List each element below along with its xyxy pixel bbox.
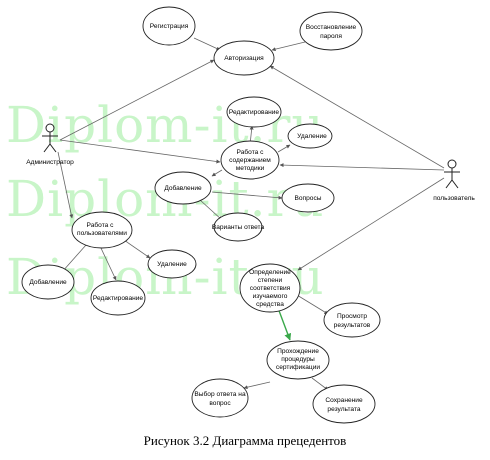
link-user-determination — [297, 177, 445, 271]
usecase-certification — [266, 340, 330, 380]
label-registration: Регистрация — [150, 23, 189, 30]
label-answer-choice-1: Выбор ответа на — [194, 390, 246, 398]
usecase-password-recovery — [299, 11, 363, 51]
label-content-work-3: методики — [236, 165, 265, 172]
usecase-level-determination — [239, 263, 301, 313]
label-authorization: Авторизация — [224, 55, 264, 62]
connection-lines — [57, 37, 445, 391]
usecase-registration — [142, 6, 196, 46]
label-addition-mid: Добавление — [164, 184, 202, 192]
label-save-result-2: результата — [327, 406, 360, 413]
usecase-authorization — [213, 40, 275, 76]
link-content-deletion — [277, 144, 291, 153]
label-certification-1: Прохождение — [277, 348, 319, 355]
label-view-results-2: результатов — [334, 322, 371, 329]
usecase-user-work — [71, 211, 133, 249]
usecase-addition-left — [21, 264, 75, 300]
label-level-determination-4: изучаемого — [253, 293, 288, 300]
link-user-authorization — [269, 65, 445, 169]
link-user-content — [279, 163, 445, 171]
usecase-content-work — [220, 140, 280, 180]
label-content-work-1: Работа с — [237, 148, 265, 156]
label-certification-3: сертификации — [276, 364, 320, 371]
link-registration-authorization — [193, 37, 221, 51]
label-level-determination-2: степени — [258, 277, 283, 284]
usecase-questions — [281, 183, 335, 213]
label-certification-2: процедуры — [281, 356, 315, 363]
usecase-answer-choice — [191, 378, 249, 418]
usecase-addition-mid — [154, 171, 212, 205]
actor-admin-label: Администратор — [26, 159, 74, 166]
usecase-deletion-top — [287, 123, 333, 149]
link-determination-certification — [277, 307, 292, 341]
usecase-answer-options — [213, 212, 263, 242]
label-answer-options: Варианты ответа — [212, 224, 265, 231]
link-admin-users — [57, 151, 74, 219]
usecase-editing-bottom — [90, 280, 146, 316]
link-admin-authorization — [59, 59, 215, 141]
label-content-work-2: содержанием — [229, 157, 271, 164]
label-save-result-1: Сохранение — [325, 397, 363, 404]
link-recovery-authorization — [271, 41, 306, 52]
label-user-work-1: Работа с — [87, 221, 115, 229]
label-editing-bottom: Редактирование — [93, 295, 144, 302]
link-certification-save — [311, 377, 329, 391]
use-case-diagram: Администратор пользователь Регистрация А… — [21, 6, 475, 424]
label-addition-left: Добавление — [29, 278, 67, 286]
label-questions: Вопросы — [294, 195, 321, 202]
label-editing-top: Редактирование — [229, 109, 280, 116]
link-addition-options — [199, 199, 223, 221]
link-addition-questions — [211, 191, 283, 200]
label-deletion-mid: Удаление — [157, 261, 187, 268]
label-user-work-2: пользователями — [77, 230, 127, 237]
label-deletion-top: Удаление — [297, 133, 327, 140]
label-level-determination-5: средства — [256, 301, 284, 308]
link-users-addition — [61, 244, 87, 273]
label-password-recovery-2: пароля — [320, 33, 342, 40]
usecase-deletion-mid — [147, 249, 197, 279]
link-users-editing — [99, 245, 117, 281]
label-level-determination-1: Определение — [249, 269, 291, 276]
label-level-determination-3: соответствия — [250, 285, 291, 292]
usecase-editing-top — [226, 96, 282, 128]
label-password-recovery-1: Восстановление — [306, 24, 357, 31]
actor-user-figure — [444, 159, 460, 189]
link-certification-answer — [243, 381, 271, 390]
usecase-view-results — [323, 302, 381, 338]
label-answer-choice-2: вопрос — [209, 400, 231, 407]
actor-user-label: пользователь — [433, 195, 475, 202]
label-view-results-1: Просмотр — [337, 313, 367, 320]
actor-admin-figure — [42, 123, 58, 153]
usecase-save-result — [312, 384, 376, 424]
link-content-addition — [211, 169, 223, 177]
link-users-deletion — [123, 239, 151, 259]
figure-caption: Рисунок 3.2 Диаграмма прецедентов — [143, 433, 347, 448]
link-admin-content — [59, 139, 221, 164]
